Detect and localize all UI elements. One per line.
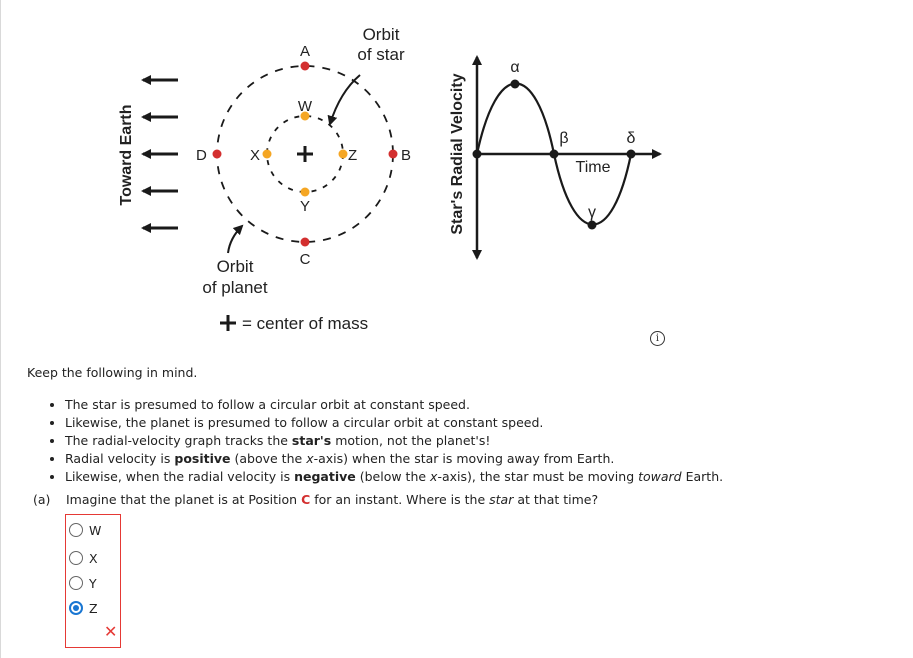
answer-choices: W X Y Z ✕	[65, 514, 121, 648]
planet-position-b-dot	[388, 149, 398, 159]
question-text: (a)Imagine that the planet is at Positio…	[33, 492, 599, 507]
star-position-z-dot	[338, 149, 348, 159]
graph-label-beta: β	[559, 130, 568, 147]
orbit-of-star-arrow	[327, 74, 361, 126]
orbit-of-star-label-line2: of star	[357, 45, 405, 64]
graph-point-gamma	[587, 220, 597, 230]
star-position-x-dot	[262, 149, 272, 159]
planet-position-a-dot	[300, 61, 310, 71]
choice-y-label: Y	[89, 575, 97, 591]
choice-y[interactable]: Y	[69, 574, 97, 592]
radio-y[interactable]	[69, 576, 83, 590]
choice-z-label: Z	[89, 600, 98, 616]
graph-label-gamma: γ	[588, 204, 596, 221]
star-label-z: Z	[348, 147, 357, 164]
planet-position-d-dot	[212, 149, 222, 159]
star-position-y-dot	[300, 187, 310, 197]
graph-label-alpha: α	[510, 59, 519, 76]
left-border	[0, 0, 1, 658]
choice-w-label: W	[89, 522, 102, 538]
star-position-w-dot	[300, 111, 310, 121]
earth-direction-arrows	[141, 75, 178, 233]
question-position: C	[301, 492, 311, 507]
note-bullet: The star is presumed to follow a circula…	[65, 396, 723, 414]
star-label-w: W	[298, 98, 313, 115]
note-bullet: The radial-velocity graph tracks the sta…	[65, 432, 723, 450]
radio-w[interactable]	[69, 523, 83, 537]
choice-z[interactable]: Z	[69, 599, 98, 617]
graph-ylabel: Star's Radial Velocity	[449, 73, 466, 234]
question-part-label: (a)	[33, 492, 51, 507]
graph-xlabel: Time	[576, 159, 611, 176]
orbit-of-planet-arrow	[227, 224, 244, 254]
choice-w[interactable]: W	[69, 521, 101, 539]
graph-point-alpha	[510, 79, 520, 89]
graph-point-origin	[472, 149, 482, 159]
legend-center-of-mass-icon	[220, 315, 236, 331]
choice-x-label: X	[89, 550, 98, 566]
star-label-x: X	[250, 147, 260, 164]
center-of-mass-marker	[297, 146, 313, 162]
graph-point-beta	[549, 149, 559, 159]
graph-point-delta	[626, 149, 636, 159]
planet-label-c: C	[300, 251, 311, 268]
planet-label-a: A	[300, 43, 310, 60]
orbit-of-planet-label-line2: of planet	[202, 278, 267, 297]
note-bullet: Likewise, when the radial velocity is ne…	[65, 468, 723, 486]
toward-earth-label: Toward Earth	[118, 104, 135, 205]
planet-position-c-dot	[300, 237, 310, 247]
radio-z-selected[interactable]	[69, 601, 83, 615]
radio-x[interactable]	[69, 551, 83, 565]
planet-label-b: B	[401, 147, 411, 164]
notes-list: The star is presumed to follow a circula…	[48, 396, 723, 486]
incorrect-x-icon: ✕	[104, 622, 118, 641]
orbit-diagram-figure: Toward Earth A B C D W X Y Z Orbit of st…	[118, 25, 662, 333]
note-bullet: Radial velocity is positive (above the x…	[65, 450, 723, 468]
graph-label-delta: δ	[627, 130, 636, 147]
notes-intro: Keep the following in mind.	[27, 365, 198, 380]
orbit-of-star-label-line1: Orbit	[363, 25, 400, 44]
info-icon[interactable]: i	[650, 331, 665, 346]
note-bullet: Likewise, the planet is presumed to foll…	[65, 414, 723, 432]
orbit-of-planet-label-line1: Orbit	[217, 257, 254, 276]
star-label-y: Y	[300, 198, 310, 215]
choice-x[interactable]: X	[69, 549, 98, 567]
legend-center-of-mass-label: = center of mass	[242, 314, 368, 333]
planet-label-d: D	[196, 147, 207, 164]
